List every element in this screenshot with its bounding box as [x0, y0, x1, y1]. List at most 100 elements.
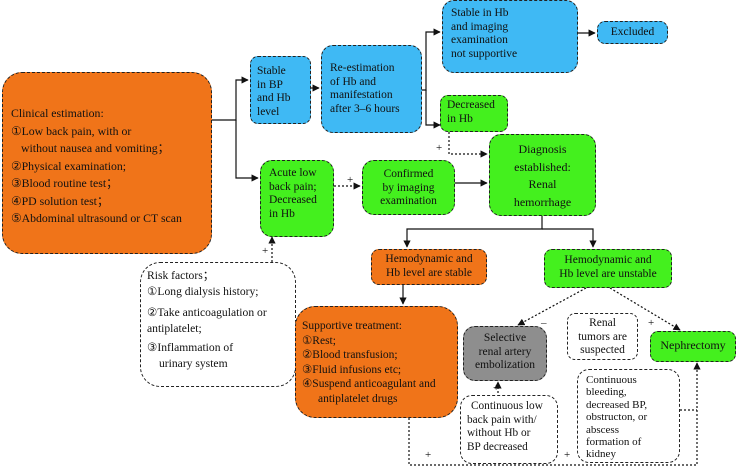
node-line: Renal: [528, 177, 557, 191]
stable-hb-imaging-box: Stable in Hb and imaging examination not…: [442, 0, 578, 73]
node-line: Decreased: [447, 99, 495, 111]
clinical-item: ①Low back pain, with or: [11, 123, 132, 138]
node-line: Confirmed: [383, 168, 434, 180]
risk-item: ①Long dialysis history;: [147, 284, 259, 298]
node-line: Stable in Hb: [451, 7, 509, 19]
node-line: renal artery: [478, 345, 532, 358]
node-line: examination: [451, 34, 508, 46]
node-line: bleeding,: [586, 386, 627, 399]
plus-sign: +: [425, 449, 432, 461]
risk-item: ②Take anticoagulation or: [147, 306, 267, 319]
decreased-hb-box: Decreased in Hb: [440, 95, 508, 132]
node-line: hemorrhage: [513, 194, 572, 209]
clinical-item: ⑤Abdominal ultrasound or CT scan: [11, 211, 182, 225]
node-line: established:: [514, 159, 571, 174]
node-line: in Hb: [447, 112, 473, 125]
node-line: Hb level are stable: [386, 266, 472, 279]
node-line: Continuous low: [471, 400, 543, 412]
clinical-item: without nausea and vomiting；: [21, 141, 170, 155]
node-line: Continuous: [586, 374, 637, 386]
node-line: abscess: [586, 423, 619, 436]
node-line: examination: [380, 195, 437, 207]
clinical-item: ③Blood routine test；: [11, 176, 118, 190]
diagnosis-box: Diagnosis established: Renal hemorrhage: [489, 134, 596, 216]
node-line: back pain;: [269, 180, 317, 193]
plus-sign: +: [648, 317, 655, 329]
hemodynamic-stable-box: Hemodynamic and Hb level are stable: [371, 249, 487, 285]
continuous-pain-box: Continuous low back pain with/ without H…: [460, 395, 558, 464]
connector-reestimation-split: [422, 28, 441, 91]
supportive-title: Supportive treatment:: [302, 320, 402, 332]
connector-diagnosis-to-unstable: [542, 228, 597, 248]
node-line: Hemodynamic and: [564, 254, 652, 266]
node-line: formation of: [586, 436, 642, 449]
node-line: Nephrectomy: [660, 338, 726, 352]
node-line: BP decreased: [467, 440, 528, 453]
plus-sign: +: [436, 142, 443, 154]
risk-item: urinary system: [159, 356, 228, 370]
node-line: Acute low: [269, 167, 317, 179]
node-line: in BP: [257, 78, 283, 91]
plus-sign: +: [493, 382, 500, 394]
supportive-treatment-box: Supportive treatment: ①Rest; ②Blood tran…: [295, 306, 458, 418]
hemodynamic-unstable-box: Hemodynamic and Hb level are unstable: [544, 249, 672, 288]
renal-tumors-box: Renal tumors are suspected: [567, 313, 638, 360]
nephrectomy-box: Nephrectomy: [650, 331, 736, 362]
node-line: tumors are: [578, 330, 627, 343]
node-line: back pain with/: [467, 413, 537, 426]
node-line: suspected: [580, 344, 625, 356]
connector-unstable-to-nephrectomy: [609, 287, 681, 331]
minus-sign: –: [541, 317, 547, 329]
node-line: Decreased: [269, 194, 317, 206]
node-line: and Hb: [257, 92, 291, 104]
node-line: decreased BP,: [586, 398, 648, 411]
connector-unstable-to-embolization: [517, 287, 587, 326]
risk-title: Risk factors；: [147, 269, 215, 282]
node-line: kidney: [586, 448, 616, 461]
node-line: Hb level are unstable: [559, 267, 657, 280]
plus-sign: +: [564, 449, 571, 461]
connector-supportive-loop: [408, 362, 701, 466]
node-line: in Hb: [269, 207, 295, 220]
connector-clinical-to-acute: [235, 120, 259, 182]
reestimation-box: Re-estimation of Hb and manifestation af…: [321, 45, 422, 133]
node-line: Renal: [589, 317, 616, 329]
clinical-title: Clinical estimation:: [11, 106, 104, 120]
stable-bp-hb-box: Stable in BP and Hb level: [250, 56, 311, 124]
clinical-estimation-box: Clinical estimation: ①Low back pain, wit…: [2, 72, 212, 254]
confirmed-imaging-box: Confirmed by imaging examination: [362, 160, 455, 215]
node-line: Excluded: [610, 26, 655, 38]
node-line: without Hb or: [467, 427, 531, 439]
connector-reestimation-to-decreased: [425, 90, 441, 129]
embolization-box: Selective renal artery embolization: [463, 326, 547, 381]
node-line: Diagnosis: [518, 142, 567, 156]
continuous-bleeding-box: Continuous bleeding, decreased BP, obstr…: [577, 369, 680, 463]
node-line: level: [257, 105, 280, 118]
risk-item: antiplatelet;: [147, 321, 202, 335]
node-line: by imaging: [382, 181, 435, 194]
risk-item: ③Inflammation of: [147, 341, 234, 354]
node-line: and imaging: [451, 20, 509, 33]
supportive-item: ④Suspend anticoagulant and: [302, 378, 436, 390]
supportive-item: ①Rest;: [302, 334, 336, 347]
node-line: obstructon, or: [586, 411, 648, 424]
excluded-box: Excluded: [597, 21, 668, 44]
risk-factors-box: Risk factors； ①Long dialysis history; ②T…: [140, 262, 296, 387]
node-line: not supportive: [451, 47, 518, 60]
node-line: embolization: [474, 359, 536, 371]
node-line: after 3–6 hours: [330, 102, 400, 115]
supportive-item: ③Fluid infusions etc;: [302, 363, 402, 376]
node-line: manifestation: [330, 89, 393, 101]
connector-diagnosis-split: [403, 216, 543, 248]
node-line: Stable: [257, 65, 286, 77]
supportive-item: antiplatelet drugs: [318, 392, 398, 405]
connector-clinical-split: [212, 76, 249, 121]
plus-sign: +: [262, 245, 269, 257]
connector-decreased-to-diagnosis: [448, 132, 488, 158]
clinical-item: ②Physical examination;: [11, 158, 127, 173]
node-line: Re-estimation: [330, 62, 395, 74]
acute-pain-box: Acute low back pain; Decreased in Hb: [260, 160, 334, 237]
node-line: Hemodynamic and: [385, 253, 473, 265]
node-line: of Hb and: [330, 75, 376, 88]
